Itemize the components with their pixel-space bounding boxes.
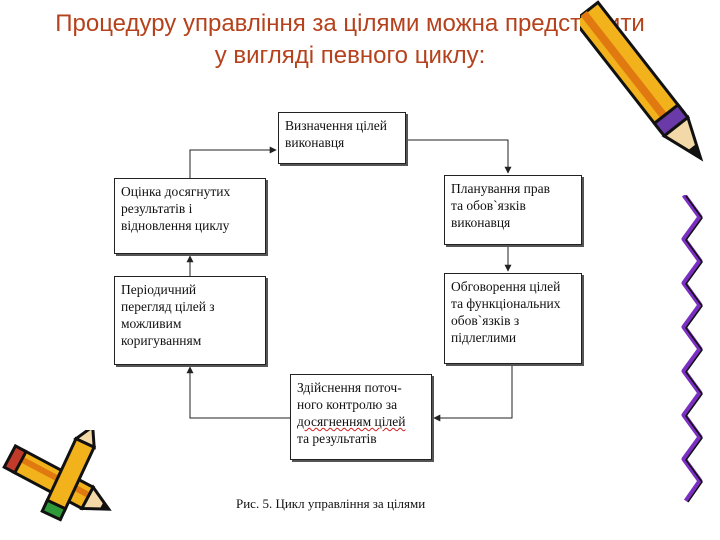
- box-define-goals-line: Визначення цілей: [285, 118, 387, 133]
- box-evaluate-results-line: відновлення циклу: [121, 218, 230, 233]
- box-define-goals: Визначення цілей виконавця: [278, 112, 406, 164]
- box-plan-rights-line: виконавця: [451, 215, 511, 230]
- box-periodic-review-line: можливим: [121, 316, 182, 331]
- box-periodic-review-line: коригуванням: [121, 333, 202, 348]
- box-periodic-review-line: Періодичний: [121, 282, 197, 297]
- box-evaluate-results-line: Оцінка досягнутих: [121, 184, 231, 199]
- box-discuss-goals-line: та функціональних: [451, 296, 561, 311]
- box-discuss-goals-line: Обговорення цілей: [451, 279, 561, 294]
- slide-title-line-1: Процедуру управління за цілями можна пре…: [55, 10, 645, 37]
- pencil-icon-top-right: [580, 0, 704, 162]
- box-periodic-review: Періодичний перегляд цілей з можливим ко…: [114, 276, 266, 365]
- box-current-control-line: та результатів: [297, 431, 377, 446]
- zigzag-line-icon: [681, 195, 703, 503]
- arrow-discuss-to-control: [433, 364, 513, 422]
- box-current-control: Здійснення поточ- ного контролю за досяг…: [290, 374, 432, 460]
- box-plan-rights-line: Планування прав: [451, 181, 551, 196]
- box-discuss-goals-line: обов`язків з: [451, 313, 520, 328]
- figure-caption: Рис. 5. Цикл управління за цілями: [236, 496, 426, 511]
- box-define-goals-line: виконавця: [285, 135, 345, 150]
- arrow-control-to-review: [186, 366, 290, 419]
- box-current-control-line: ного контролю за: [297, 397, 398, 412]
- box-discuss-goals-line: підлеглими: [451, 330, 517, 345]
- box-periodic-review-line: перегляд цілей з: [121, 299, 215, 314]
- slide-title-line-2: у вигляді певного циклу:: [214, 42, 486, 69]
- arrow-define-to-plan: [406, 139, 512, 174]
- arrow-evaluate-to-define: [189, 146, 277, 178]
- slide-title: Процедуру управління за цілями можна пре…: [20, 8, 680, 72]
- box-plan-rights-line: та обов`язків: [451, 198, 526, 213]
- box-discuss-goals: Обговорення цілей та функціональних обов…: [444, 273, 582, 364]
- box-plan-rights: Планування прав та обов`язків виконавця: [444, 175, 582, 245]
- box-evaluate-results-line: результатів і: [121, 201, 193, 216]
- box-current-control-line: Здійснення поточ-: [297, 380, 402, 395]
- box-evaluate-results: Оцінка досягнутих результатів і відновле…: [114, 178, 266, 254]
- box-current-control-line: досягненням цілей: [297, 414, 406, 429]
- pencil-icon-bottom-left: [2, 430, 112, 522]
